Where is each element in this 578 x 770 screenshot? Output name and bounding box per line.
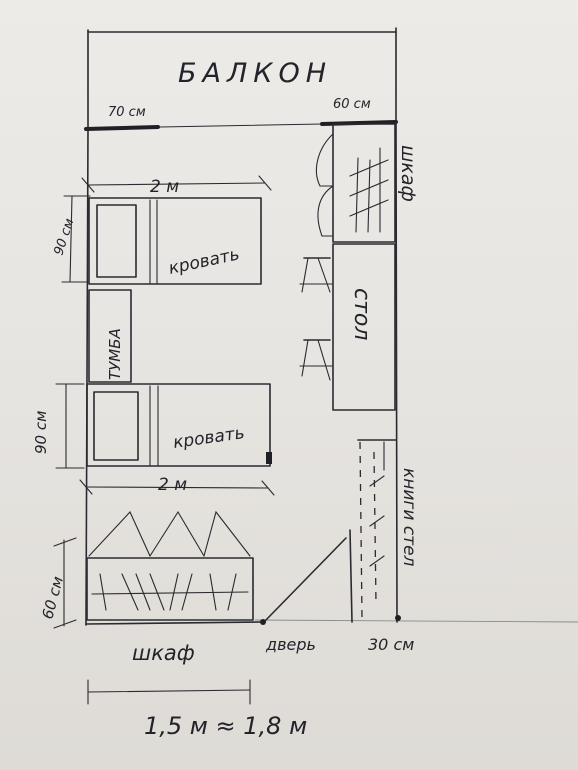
shelf-depth-label: 30 см: [368, 635, 414, 654]
wardrobe-bottom: 60 см шкаф: [38, 510, 254, 665]
bookshelf-front-edge: [359, 441, 363, 619]
table-label: стол: [349, 288, 374, 340]
wardrobe-top: шкаф: [315, 123, 419, 243]
bed-bottom: 90 см кровать 2 м: [32, 383, 275, 496]
bed-top-length-label: 2 м: [150, 177, 179, 197]
wardrobe-top-door-arc: [317, 185, 334, 237]
hanger: [135, 573, 151, 611]
left-wall: [85, 127, 89, 626]
wardrobe-top-rail: [367, 159, 371, 233]
balcony-left-width-label: 70 см: [108, 105, 146, 120]
balcony-label: БАЛКОН: [178, 58, 332, 89]
bookshelf-shelf-line: [373, 451, 377, 605]
hanger: [121, 573, 139, 611]
bottom-wall: [85, 621, 261, 625]
door: дверь 30 см: [260, 529, 414, 654]
door-frame: [349, 529, 353, 623]
chair-upper: [299, 257, 333, 293]
door-leaf: [263, 537, 347, 623]
wardrobe-depth-label: 60 см: [38, 574, 67, 621]
hanger: [149, 573, 165, 611]
dimension-tick: [81, 177, 95, 193]
chair-leg: [317, 257, 331, 293]
room-width-label: 1,5 м ≈ 1,8 м: [144, 712, 307, 740]
corner-dot: [395, 615, 401, 621]
bed-bottom-corner-mark: [266, 452, 272, 464]
hanger: [227, 573, 237, 611]
wardrobe-bottom-label: шкаф: [132, 641, 195, 665]
dimension-tick: [53, 619, 77, 629]
nightstand: ТУМБА: [88, 289, 132, 383]
hanger: [169, 573, 179, 611]
wardrobe-bottom-door-arc: [149, 510, 205, 557]
room-walls: [85, 121, 398, 626]
wardrobe-top-rail: [355, 157, 359, 233]
bed-bottom-label: кровать: [172, 423, 246, 453]
room-width-line: [87, 689, 251, 693]
wardrobe-top-label: шкаф: [397, 145, 419, 202]
wardrobe-top-door-arc: [315, 133, 334, 187]
balcony-right-width-label: 60 см: [333, 97, 371, 112]
balcony-wall: 70 см 60 см: [84, 97, 398, 131]
chair-leg: [317, 339, 331, 381]
bed-top-length-dimension: [87, 182, 266, 186]
dimension-tick: [53, 537, 77, 547]
dimension-tick: [79, 479, 93, 495]
door-hinge-dot: [260, 619, 266, 625]
table-top: [332, 243, 396, 411]
room-width-dimension: 1,5 м ≈ 1,8 м: [87, 679, 307, 740]
bookshelf-label: книги стел: [399, 468, 419, 567]
balcony-door-opening: [159, 123, 323, 128]
bed-top-frame: [88, 197, 262, 285]
hanger: [99, 573, 107, 611]
bed-top-pillow: [96, 204, 137, 278]
wardrobe-bottom-door-arc: [88, 511, 151, 557]
bed-bottom-length-dimension: [85, 486, 269, 489]
bed-bottom-length-label: 2 м: [158, 475, 187, 495]
dimension-tick: [261, 480, 275, 496]
balcony-wall-left-segment: [84, 125, 160, 131]
wardrobe-bottom-door-arc: [203, 510, 251, 557]
nightstand-body: [88, 289, 132, 383]
right-wall: [395, 121, 398, 623]
pencil-line: [254, 619, 578, 623]
hanger: [181, 573, 193, 611]
door-label: дверь: [265, 635, 316, 654]
table: стол: [332, 243, 396, 411]
bed-top-label: кровать: [167, 244, 241, 278]
bed-top: 2 м 90 см кровать: [52, 175, 272, 285]
wardrobe-top-hatch: [349, 199, 389, 217]
chair-leg: [301, 339, 309, 377]
bed-bottom-pillow: [93, 391, 139, 461]
wardrobe-bottom-body: [86, 557, 254, 621]
chair-leg: [301, 257, 309, 293]
balcony: БАЛКОН: [87, 27, 397, 131]
bed-top-width-label: 90 см: [52, 217, 78, 258]
wardrobe-top-body: [332, 123, 396, 243]
wardrobe-top-hatch: [349, 179, 389, 197]
bookshelf-book: [369, 475, 385, 487]
nightstand-label: ТУМБА: [106, 328, 124, 380]
bed-bottom-width-label: 90 см: [32, 411, 50, 454]
bookshelf-book: [369, 515, 385, 527]
wardrobe-top-hatch: [349, 159, 389, 177]
dimension-tick: [258, 175, 272, 191]
hanger: [209, 573, 217, 611]
bed-bottom-frame: [86, 383, 271, 467]
bookshelf: книги стел: [357, 439, 419, 619]
wardrobe-bottom-rail: [91, 591, 249, 595]
bookshelf-book: [369, 555, 385, 567]
chair-lower: [299, 339, 333, 381]
bed-top-width-dimension: [69, 195, 73, 283]
